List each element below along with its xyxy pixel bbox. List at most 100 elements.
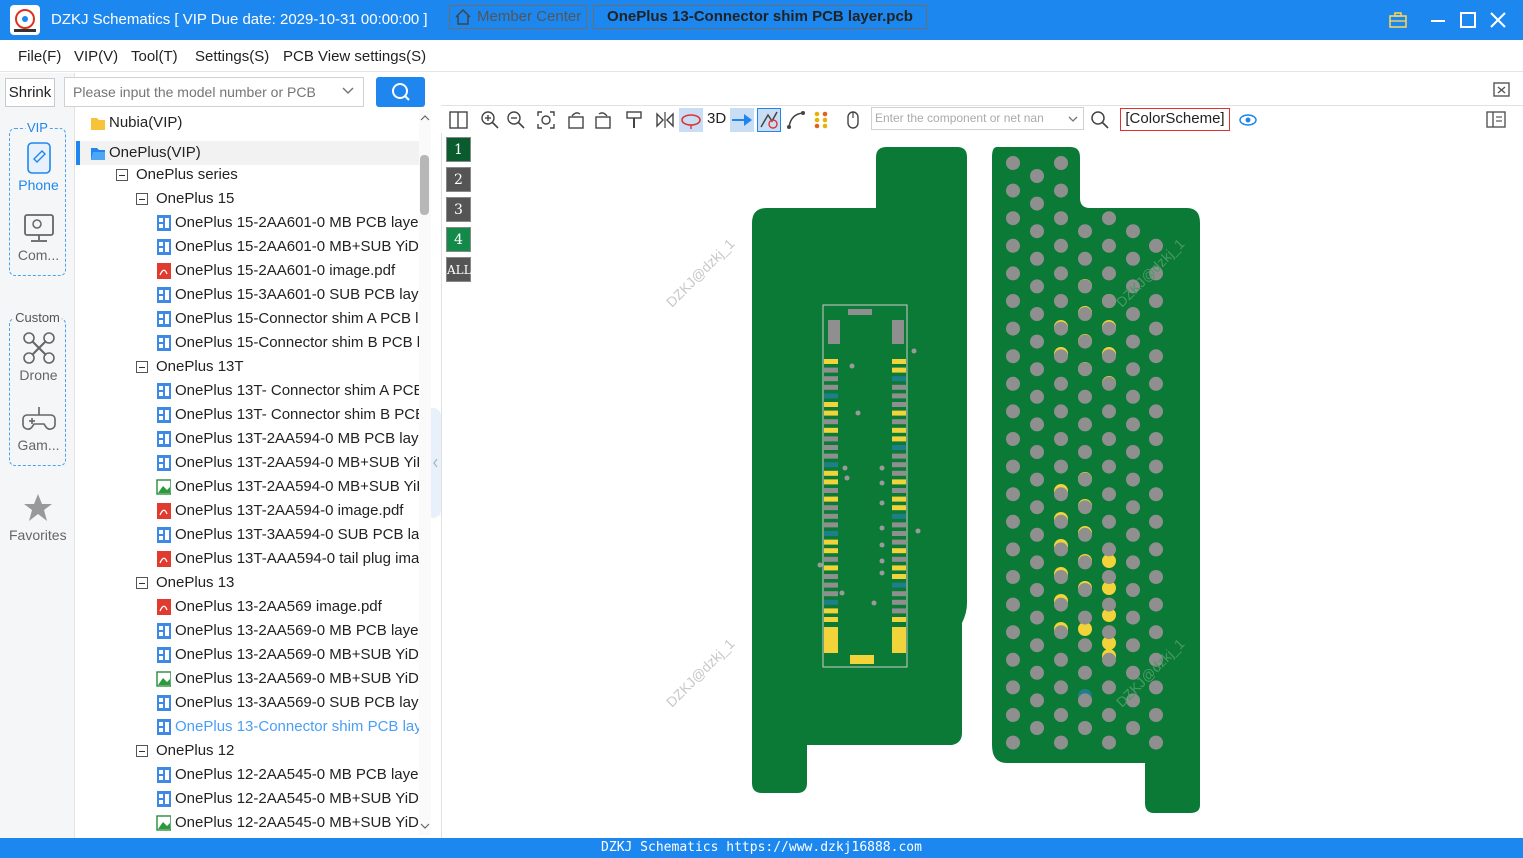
connector-pad[interactable] — [824, 462, 838, 468]
connector-pad[interactable] — [824, 505, 838, 511]
tree-item[interactable]: OnePlus 12-2AA545-0 MB PCB layer — [76, 763, 420, 787]
pad[interactable] — [1102, 459, 1116, 474]
connector-pad[interactable] — [892, 488, 906, 493]
connector-pad[interactable] — [892, 427, 906, 433]
pad[interactable] — [1078, 583, 1092, 597]
test-point[interactable] — [879, 542, 885, 548]
tree-item[interactable]: OnePlus 13-2AA569-0 MB+SUB YiDi — [76, 667, 420, 691]
test-point[interactable] — [855, 410, 861, 416]
connector-pad[interactable] — [850, 655, 874, 664]
pad[interactable] — [1006, 376, 1020, 391]
pad[interactable] — [1078, 417, 1092, 432]
pad[interactable] — [1078, 279, 1092, 294]
pad[interactable] — [1078, 500, 1092, 515]
connector-pad[interactable] — [892, 565, 906, 571]
pad[interactable] — [1078, 638, 1092, 653]
tree-item[interactable]: OnePlus 15-2AA601-0 MB+SUB YiDi — [76, 235, 420, 259]
pad[interactable] — [1006, 652, 1020, 667]
pad[interactable] — [1078, 622, 1092, 636]
tree-item[interactable]: OnePlus 13T-3AA594-0 SUB PCB lay — [76, 523, 420, 547]
connector-pad[interactable] — [824, 419, 838, 425]
pad[interactable] — [1078, 693, 1092, 708]
connector-pad[interactable] — [824, 488, 838, 493]
pad[interactable] — [1006, 238, 1020, 253]
test-point[interactable] — [839, 590, 845, 596]
chevron-down-icon[interactable] — [341, 84, 355, 101]
tree-item[interactable]: OnePlus 15-3AA601-0 SUB PCB layer — [76, 283, 420, 307]
pad[interactable] — [1030, 583, 1044, 597]
pad[interactable] — [1126, 638, 1140, 653]
tab-active-file[interactable]: OnePlus 13-Connector shim PCB layer.pcb — [593, 5, 927, 29]
connector-pad[interactable] — [892, 574, 906, 579]
pad[interactable] — [1054, 404, 1068, 419]
connector-pad[interactable] — [892, 531, 906, 536]
pad[interactable] — [1102, 708, 1116, 722]
pad[interactable] — [1030, 417, 1044, 432]
pad[interactable] — [1102, 735, 1116, 750]
rotate-left-icon[interactable] — [566, 110, 586, 130]
connector-pad[interactable] — [824, 608, 838, 614]
tree-item[interactable]: OnePlus 13T-2AA594-0 MB+SUB YiD — [76, 475, 420, 499]
pad[interactable] — [1078, 527, 1092, 542]
pad[interactable] — [1078, 665, 1092, 680]
pad[interactable] — [1078, 610, 1092, 625]
pad[interactable] — [1030, 638, 1044, 653]
pin-arrow-icon[interactable] — [730, 108, 754, 132]
pad[interactable] — [1149, 349, 1163, 364]
pad[interactable] — [1006, 294, 1020, 308]
pcb-canvas[interactable]: DZKJ@dzkj_1 DZKJ@dzkj_1 DZKJ@dzkj_1 DZKJ… — [441, 133, 1523, 838]
pad[interactable] — [1030, 334, 1044, 349]
pad[interactable] — [1054, 183, 1068, 198]
pad[interactable] — [1030, 251, 1044, 266]
pad[interactable] — [1149, 294, 1163, 308]
connector-pad[interactable] — [824, 617, 838, 622]
model-search-box[interactable] — [64, 77, 364, 107]
pad[interactable] — [1126, 251, 1140, 266]
pad[interactable] — [1149, 542, 1163, 557]
pad[interactable] — [1126, 417, 1140, 432]
pad[interactable] — [1102, 321, 1116, 336]
pad[interactable] — [1054, 459, 1068, 474]
pad[interactable] — [1149, 735, 1163, 750]
tree-item[interactable]: OnePlus 13-2AA569-0 MB+SUB YiDi — [76, 643, 420, 667]
tree-item[interactable]: OnePlus 12 — [76, 739, 420, 763]
tree-item[interactable]: OnePlus 13T-AAA594-0 tail plug ima — [76, 547, 420, 571]
pad[interactable] — [1006, 708, 1020, 722]
tree-scrollbar[interactable] — [419, 110, 431, 835]
pad[interactable] — [1030, 224, 1044, 239]
pad-grid-icon[interactable] — [812, 110, 832, 130]
pad[interactable] — [1030, 555, 1044, 570]
minimize-icon[interactable] — [1426, 8, 1450, 32]
pad[interactable] — [1054, 652, 1068, 667]
connector-pad[interactable] — [892, 320, 904, 344]
maximize-icon[interactable] — [1456, 8, 1480, 32]
tree-item[interactable]: OnePlus 15-2AA601-0 MB PCB layer — [76, 211, 420, 235]
pad[interactable] — [1078, 472, 1092, 487]
pad[interactable] — [1054, 514, 1068, 529]
connector-pad[interactable] — [824, 565, 838, 571]
pad[interactable] — [1149, 376, 1163, 391]
pad[interactable] — [1078, 334, 1092, 349]
pad[interactable] — [1006, 349, 1020, 364]
pad[interactable] — [1102, 349, 1116, 364]
pad[interactable] — [1126, 224, 1140, 239]
tree-item[interactable]: OnePlus 13-2AA569 image.pdf — [76, 595, 420, 619]
connector-pad[interactable] — [824, 427, 838, 433]
rail-item-favorites[interactable]: Favorites — [9, 485, 67, 547]
connector-pad[interactable] — [824, 556, 838, 562]
menu-tool[interactable]: Tool(T) — [131, 48, 178, 65]
test-point[interactable] — [879, 558, 885, 564]
connector-pad[interactable] — [824, 599, 838, 605]
connector-pad[interactable] — [892, 376, 906, 382]
pad[interactable] — [1030, 307, 1044, 321]
pad[interactable] — [1054, 432, 1068, 446]
collapse-panel-handle[interactable] — [431, 408, 441, 518]
pad[interactable] — [1078, 224, 1092, 239]
test-point[interactable] — [879, 570, 885, 576]
pad[interactable] — [1102, 570, 1116, 584]
close-tabs-icon[interactable] — [1493, 80, 1511, 101]
pad[interactable] — [1006, 211, 1020, 226]
connector-pad[interactable] — [892, 591, 906, 597]
connector-pad[interactable] — [824, 574, 838, 579]
connector-pad[interactable] — [892, 617, 906, 622]
